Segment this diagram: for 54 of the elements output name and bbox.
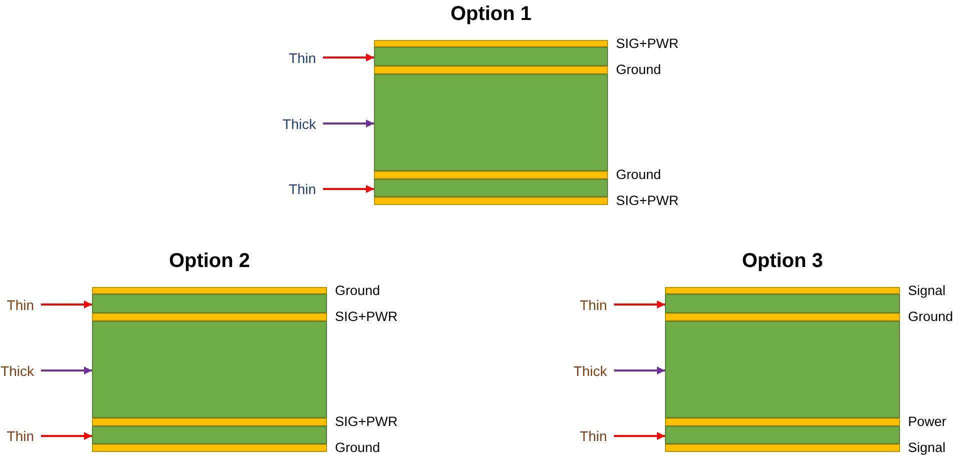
layer-label: SIG+PWR (335, 309, 398, 325)
layer-label: Ground (335, 440, 380, 455)
arrow (41, 366, 92, 374)
copper-layer (92, 444, 327, 452)
dielectric-layer (665, 294, 900, 313)
copper-layer (665, 287, 900, 294)
dielectric-layer (92, 426, 327, 444)
arrow (614, 432, 665, 440)
thickness-label: Thin (580, 296, 607, 312)
option-title: Option 2 (168, 249, 250, 273)
dielectric-layer (665, 321, 900, 418)
layer-label: Ground (908, 309, 954, 325)
copper-layer (92, 287, 327, 294)
dielectric-layer (665, 426, 900, 444)
thickness-label: Thick (0, 362, 34, 378)
copper-layer (665, 444, 900, 452)
copper-layer (374, 171, 608, 179)
thickness-label: Thin (6, 428, 34, 444)
thickness-label: Thin (580, 428, 607, 444)
layer-label: Ground (335, 282, 380, 298)
layer-label: SIG+PWR (616, 193, 679, 209)
arrow (323, 185, 374, 193)
copper-layer (92, 313, 327, 321)
layer-label: SIG+PWR (335, 414, 398, 430)
dielectric-layer (374, 47, 608, 66)
arrow (41, 432, 92, 440)
arrow (323, 120, 374, 128)
layer-label: Signal (908, 440, 946, 455)
layer-label: Ground (616, 167, 662, 183)
copper-layer (665, 313, 900, 321)
copper-layer (374, 66, 608, 74)
dielectric-layer (374, 179, 608, 197)
arrow (614, 300, 665, 308)
thickness-label: Thin (6, 296, 34, 312)
arrow (323, 54, 374, 62)
dielectric-layer (92, 321, 327, 418)
layer-label: SIG+PWR (616, 36, 679, 52)
layer-label: Ground (616, 62, 662, 78)
layer-label: Signal (908, 282, 946, 298)
copper-layer (374, 197, 608, 205)
thickness-label: Thin (288, 181, 316, 197)
copper-layer (92, 418, 327, 426)
thickness-label: Thick (282, 116, 316, 132)
option-title: Option 3 (742, 249, 824, 273)
thickness-label: Thick (574, 362, 607, 378)
copper-layer (665, 418, 900, 426)
layer-label: Power (908, 414, 946, 430)
arrow (614, 366, 665, 374)
arrow (41, 300, 92, 308)
option-title: Option 1 (450, 2, 532, 26)
thickness-label: Thin (288, 50, 316, 66)
dielectric-layer (374, 74, 608, 171)
dielectric-layer (92, 294, 327, 313)
copper-layer (374, 40, 608, 47)
